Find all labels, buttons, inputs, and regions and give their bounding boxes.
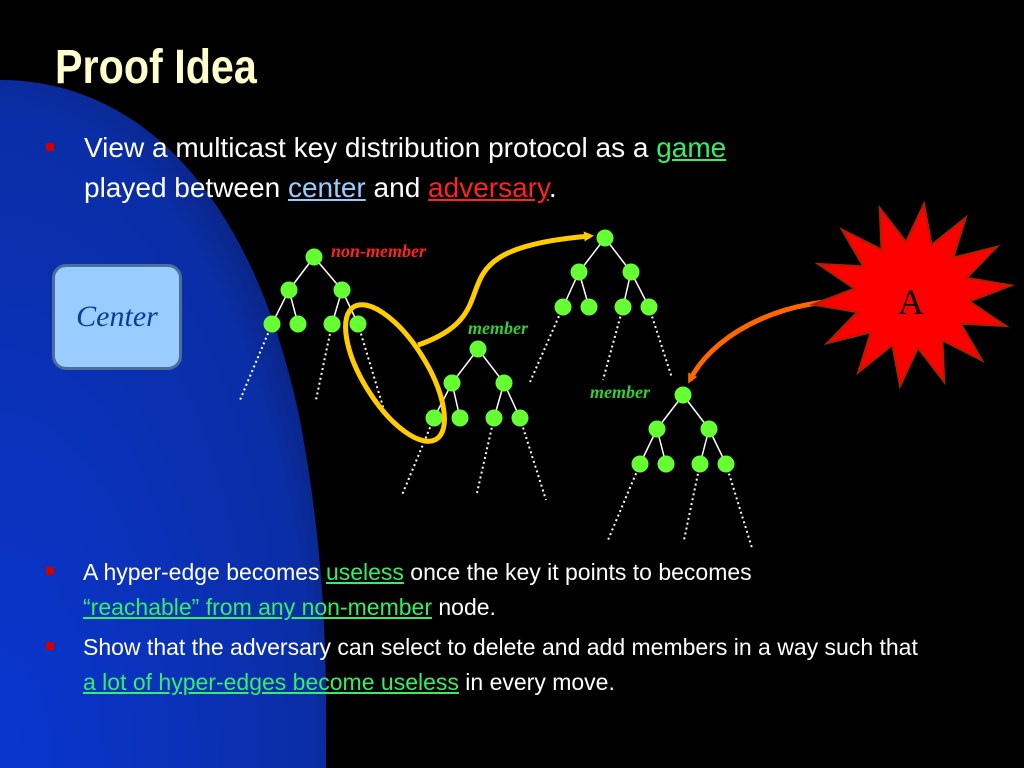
tree-node [305, 248, 323, 266]
key-trees [239, 229, 753, 549]
bullet-useless-hyper-edge: A hyper-edge becomes useless once the ke… [46, 555, 946, 625]
tree-node [451, 409, 469, 427]
hyper-edge-arrow [417, 231, 594, 348]
bullet-text-segment: played between [84, 172, 288, 203]
tree-node [640, 298, 658, 316]
tree-node [511, 409, 529, 427]
tree-node [648, 420, 666, 438]
center-label: Center [76, 300, 158, 333]
tree-node [495, 374, 513, 392]
bullet-marker-icon [46, 567, 54, 575]
non-member-label: non-member [331, 241, 427, 261]
subtree-dotted-edge [683, 463, 701, 541]
tree-node [717, 455, 735, 473]
bullet-adversary-strategy: Show that the adversary can select to de… [46, 630, 946, 700]
tree-node [674, 386, 692, 404]
blue-band [0, 80, 327, 768]
bullet-text-segment: node. [431, 594, 496, 620]
tree-node [485, 409, 503, 427]
slide-title: Proof Idea [55, 41, 257, 94]
tree-node [469, 340, 487, 358]
hyper-edge-ellipse [343, 302, 447, 444]
bullet-text: A hyper-edge becomes useless once the ke… [83, 555, 913, 625]
bullet-text-segment: and [365, 172, 429, 203]
tree-node [443, 374, 461, 392]
bullet-text: Show that the adversary can select to de… [83, 630, 933, 700]
subtree-dotted-edge [315, 323, 333, 401]
bullet-marker-icon [46, 642, 54, 650]
adversary-star-icon [808, 200, 1016, 390]
bullet-text: View a multicast key distribution protoc… [84, 128, 726, 208]
tree-node [596, 229, 614, 247]
bullet-game-description: View a multicast key distribution protoc… [46, 128, 946, 208]
adversary-link[interactable]: adversary [428, 172, 549, 203]
bullet-marker-icon [46, 143, 54, 151]
tree-node [263, 315, 281, 333]
subtree-dotted-edge [607, 463, 641, 541]
bullet-text-segment: A hyper-edge becomes [83, 559, 326, 585]
subtree-dotted-edge [529, 306, 564, 383]
tree-node [289, 315, 307, 333]
subtree-dotted-edge [401, 417, 435, 496]
tree-node [657, 455, 675, 473]
tree-node [700, 420, 718, 438]
bullet-text-segment: in every move. [458, 669, 615, 695]
tree-node [631, 455, 649, 473]
tree-node [280, 281, 298, 299]
bullet-text-segment: once the key it points to becomes [403, 559, 752, 585]
tree-node [570, 263, 588, 281]
hyper-edges-useless-link[interactable]: a lot of hyper-edges become useless [83, 669, 459, 695]
bullet-text-segment: Show that the adversary can select to de… [83, 634, 918, 660]
tree-node [333, 281, 351, 299]
subtree-dotted-edge [602, 306, 624, 381]
subtree-dotted-edge [476, 417, 495, 494]
tree-node [349, 315, 367, 333]
subtree-dotted-edge [725, 463, 753, 549]
reachable-link[interactable]: “reachable” from any non-member [83, 594, 432, 620]
game-link[interactable]: game [656, 132, 727, 163]
subtree-dotted-edge [519, 417, 547, 501]
bullet-text-segment: . [548, 172, 557, 203]
tree-node [554, 298, 572, 316]
tree-node [622, 263, 640, 281]
tree-node [691, 455, 709, 473]
center-link[interactable]: center [287, 172, 366, 203]
subtree-dotted-edge [239, 323, 273, 401]
center-box: Center [52, 264, 182, 370]
adversary-label: A [898, 282, 924, 322]
bullet-text-segment: View a multicast key distribution protoc… [84, 132, 657, 163]
member-label: member [590, 382, 650, 402]
member-label: member [468, 318, 528, 338]
tree-node [323, 315, 341, 333]
tree-node [580, 298, 598, 316]
tree-node [614, 298, 632, 316]
useless-link[interactable]: useless [325, 559, 404, 585]
subtree-dotted-edge [648, 306, 673, 379]
tree-node [425, 409, 443, 427]
